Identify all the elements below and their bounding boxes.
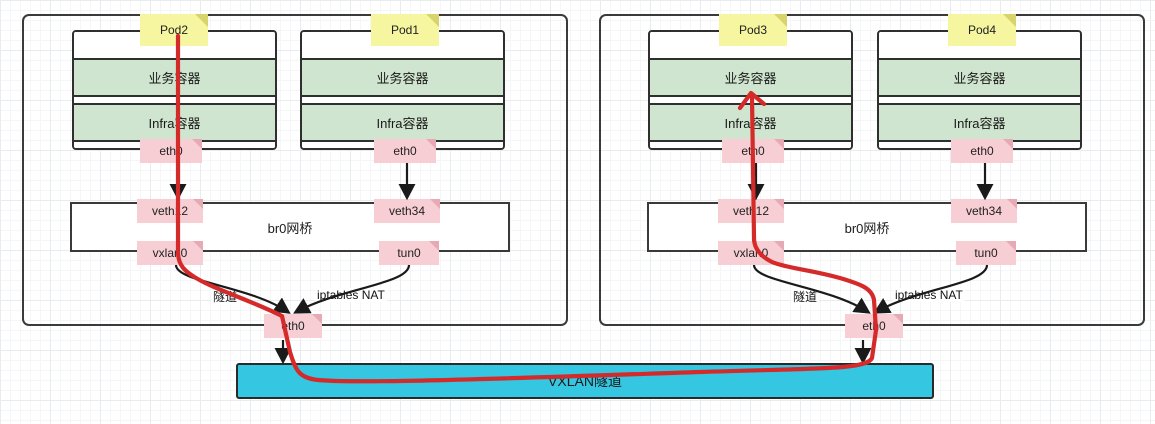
iface-note-label: eth0 [159, 144, 183, 158]
note-fold-icon [426, 14, 439, 27]
iface-note-label: veth12 [151, 204, 189, 218]
iface-note-tun0-left: tun0 [379, 241, 439, 265]
iface-note-label: vxlan0 [733, 246, 769, 260]
pod-box-pod3: 业务容器 Infra容器 [648, 30, 853, 150]
bridge-box-left: br0网桥 [70, 202, 510, 252]
iface-note-host-eth0-right: eth0 [845, 314, 903, 338]
note-fold-icon [430, 199, 440, 209]
bridge-label: br0网桥 [844, 220, 890, 236]
note-fold-icon [774, 241, 784, 251]
bridge-label: br0网桥 [267, 220, 313, 236]
note-fold-icon [192, 139, 202, 149]
pod-cell-app: 业务容器 [74, 60, 275, 97]
iface-note-veth34-right: veth34 [951, 199, 1017, 223]
pod-note-label: Pod4 [967, 23, 997, 37]
pod-cell-app: 业务容器 [879, 60, 1080, 97]
iface-note-veth34-left: veth34 [374, 199, 440, 223]
pod-cell-infra: Infra容器 [650, 105, 851, 142]
vxlan-tunnel-bar: VXLAN隧道 [236, 363, 934, 399]
pod-cell-app: 业务容器 [650, 60, 851, 97]
note-fold-icon [193, 199, 203, 209]
iface-note-pod2-eth0: eth0 [140, 139, 202, 163]
iface-note-veth12-left: veth12 [137, 199, 203, 223]
pod-divider [650, 97, 851, 105]
pod-cell-infra: Infra容器 [879, 105, 1080, 142]
pod-divider [879, 97, 1080, 105]
note-fold-icon [1003, 139, 1013, 149]
note-fold-icon [426, 139, 436, 149]
note-fold-icon [195, 14, 208, 27]
iface-note-label: veth34 [388, 204, 426, 218]
note-fold-icon [1003, 14, 1016, 27]
iface-note-label: vxlan0 [152, 246, 188, 260]
note-fold-icon [1007, 199, 1017, 209]
pod-note-label: Pod1 [390, 23, 420, 37]
edge-label-nat-left: iptables NAT [315, 288, 387, 302]
note-fold-icon [312, 314, 322, 324]
iface-note-pod3-eth0: eth0 [722, 139, 784, 163]
edge-label-tunnel-right: 隧道 [791, 288, 820, 305]
iface-note-veth12-right: veth12 [718, 199, 784, 223]
iface-note-label: eth0 [281, 319, 305, 333]
pod-box-pod2: 业务容器 Infra容器 [72, 30, 277, 150]
pod-cell-app: 业务容器 [302, 60, 503, 97]
pod-note-pod4: Pod4 [948, 14, 1016, 46]
iface-note-vxlan0-left: vxlan0 [137, 241, 203, 265]
note-fold-icon [774, 199, 784, 209]
note-fold-icon [193, 241, 203, 251]
note-fold-icon [1006, 241, 1016, 251]
iface-note-label: eth0 [741, 144, 765, 158]
pod-note-pod3: Pod3 [719, 14, 787, 46]
vxlan-tunnel-label: VXLAN隧道 [548, 373, 622, 389]
iface-note-pod4-eth0: eth0 [951, 139, 1013, 163]
note-fold-icon [429, 241, 439, 251]
iface-note-label: tun0 [974, 246, 998, 260]
iface-note-label: eth0 [393, 144, 417, 158]
pod-divider [74, 97, 275, 105]
iface-note-tun0-right: tun0 [956, 241, 1016, 265]
pod-cell-infra: Infra容器 [302, 105, 503, 142]
pod-note-label: Pod2 [159, 23, 189, 37]
pod-box-pod1: 业务容器 Infra容器 [300, 30, 505, 150]
edge-label-tunnel-left: 隧道 [211, 288, 240, 305]
iface-note-label: veth12 [732, 204, 770, 218]
pod-divider [302, 97, 503, 105]
note-fold-icon [774, 14, 787, 27]
iface-note-pod1-eth0: eth0 [374, 139, 436, 163]
iface-note-label: tun0 [397, 246, 421, 260]
pod-cell-infra: Infra容器 [74, 105, 275, 142]
iface-note-vxlan0-right: vxlan0 [718, 241, 784, 265]
edge-label-nat-right: iptables NAT [893, 288, 965, 302]
note-fold-icon [774, 139, 784, 149]
pod-box-pod4: 业务容器 Infra容器 [877, 30, 1082, 150]
iface-note-label: eth0 [862, 319, 886, 333]
pod-note-label: Pod3 [738, 23, 768, 37]
iface-note-label: veth34 [965, 204, 1003, 218]
iface-note-host-eth0-left: eth0 [264, 314, 322, 338]
pod-note-pod2: Pod2 [140, 14, 208, 46]
pod-note-pod1: Pod1 [371, 14, 439, 46]
iface-note-label: eth0 [970, 144, 994, 158]
note-fold-icon [893, 314, 903, 324]
bridge-box-right: br0网桥 [647, 202, 1087, 252]
